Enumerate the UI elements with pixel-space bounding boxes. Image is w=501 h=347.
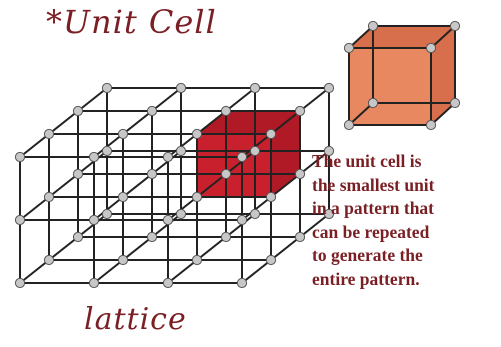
unit-cell-atom [367, 97, 379, 109]
lattice-atom [14, 214, 26, 226]
unit-cell-atom [425, 119, 437, 131]
lattice-edge [167, 87, 256, 158]
lattice-atom [236, 277, 248, 289]
lattice-atom [162, 214, 174, 226]
lattice-atom [249, 145, 261, 157]
lattice-atom [175, 145, 187, 157]
description-line: the smallest unit [312, 174, 435, 195]
lattice-atom [249, 208, 261, 220]
highlighted-cell-side-face [271, 111, 300, 197]
unit-cell-side-face [431, 26, 455, 125]
lattice-atom [265, 254, 277, 266]
unit-cell-atom [449, 20, 461, 32]
unit-cell-atom [449, 97, 461, 109]
unit-cell-top-face [349, 26, 455, 48]
lattice-atom [175, 208, 187, 220]
lattice-edge [93, 150, 182, 221]
lattice-atom [162, 277, 174, 289]
lattice-edge [93, 87, 182, 158]
lattice-atom [323, 208, 335, 220]
unit-cell-atom [425, 42, 437, 54]
lattice-atom [72, 231, 84, 243]
lattice-atom [162, 151, 174, 163]
lattice-atom [88, 277, 100, 289]
unit-cell-atom [367, 20, 379, 32]
lattice-atoms [14, 82, 335, 289]
description-line: in a pattern that [312, 198, 435, 218]
description-line: to generate the [312, 245, 423, 265]
lattice-atom [72, 105, 84, 117]
lattice-atom [146, 168, 158, 180]
lattice-atom [294, 105, 306, 117]
lattice-atom [101, 82, 113, 94]
lattice-atom [323, 145, 335, 157]
lattice-atom [220, 168, 232, 180]
lattice-edge [19, 150, 108, 221]
lattice-edge [241, 150, 330, 221]
lattice-atom [236, 151, 248, 163]
lattice-atom [43, 128, 55, 140]
lattice-atom [14, 151, 26, 163]
diagram-title: *Unit Cell [46, 3, 217, 41]
lattice-atom [43, 191, 55, 203]
lattice-atom [220, 231, 232, 243]
lattice-caption: lattice [84, 302, 187, 337]
lattice-edge [167, 213, 256, 284]
description-line: can be repeated [312, 221, 430, 242]
lattice-edge [241, 213, 330, 284]
unit-cell-edge [348, 25, 374, 49]
lattice-atom [88, 214, 100, 226]
lattice-atom [101, 145, 113, 157]
lattice-atom [294, 168, 306, 180]
unit-cell-atom [343, 119, 355, 131]
lattice-atom [117, 128, 129, 140]
description-line: entire pattern. [312, 268, 420, 289]
lattice-edge [241, 87, 330, 158]
lattice-atom [117, 191, 129, 203]
lattice-edge [19, 87, 108, 158]
lattice-atom [101, 208, 113, 220]
lattice-edge [19, 213, 108, 284]
unit-cell-edge [430, 102, 456, 126]
lattice-atom [146, 105, 158, 117]
unit-cell-cube [343, 20, 461, 131]
lattice-atom [220, 105, 232, 117]
lattice-atom [249, 82, 261, 94]
unit-cell-edge [348, 102, 374, 126]
lattice-atom [236, 214, 248, 226]
lattice-atom [146, 231, 158, 243]
lattice-edge [167, 150, 256, 221]
highlighted-unit-cell [197, 111, 300, 197]
lattice-lines [19, 87, 330, 284]
lattice-atom [43, 254, 55, 266]
lattice-atom [265, 191, 277, 203]
lattice-atom [175, 82, 187, 94]
lattice-edge [93, 213, 182, 284]
lattice-atom [323, 82, 335, 94]
lattice-atom [191, 254, 203, 266]
lattice-atom [191, 191, 203, 203]
lattice-atom [117, 254, 129, 266]
lattice-atom [265, 128, 277, 140]
description-line: The unit cell is [312, 151, 422, 171]
lattice-atom [294, 231, 306, 243]
unit-cell-description: The unit cell is the smallest unit in a … [312, 150, 498, 291]
lattice-atom [14, 277, 26, 289]
highlighted-cell-top-face [197, 111, 300, 134]
lattice-atom [88, 151, 100, 163]
unit-cell-edge [430, 25, 456, 49]
unit-cell-atom [343, 42, 355, 54]
lattice-atom [72, 168, 84, 180]
lattice-atom [191, 128, 203, 140]
